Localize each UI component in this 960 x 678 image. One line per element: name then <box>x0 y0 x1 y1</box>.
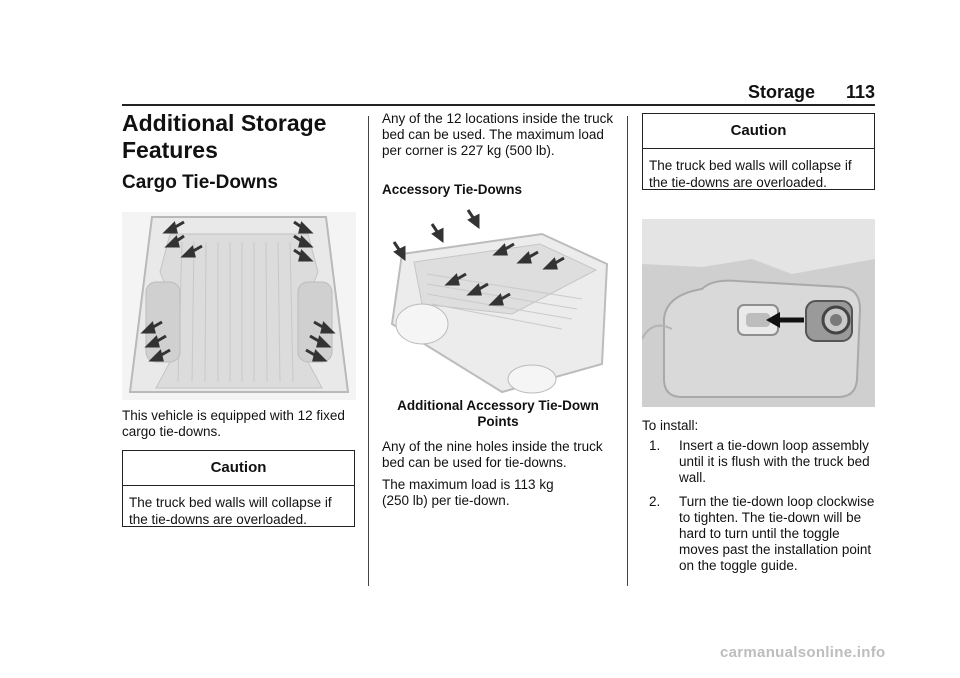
caution-box: Caution The truck bed walls will collaps… <box>122 450 355 527</box>
list-item: 1. Insert a tie-down loop assembly until… <box>649 438 877 486</box>
caution-title: Caution <box>643 114 874 149</box>
accessory-subheading: Accessory Tie-Downs <box>382 182 523 197</box>
step-text: Insert a tie-down loop assembly until it… <box>679 438 870 485</box>
install-label: To install: <box>642 418 699 433</box>
install-steps: 1. Insert a tie-down loop assembly until… <box>649 438 877 582</box>
caution-text: The truck bed walls will collapse if the… <box>129 495 332 527</box>
max-load-paragraph: The maximum load is 113 kg (250 lb) per … <box>382 477 554 508</box>
caution-text: The truck bed walls will collapse if the… <box>649 158 852 190</box>
accessory-tiedown-illustration <box>382 204 614 394</box>
step-text: Turn the tie-down loop clockwise to tigh… <box>679 494 875 573</box>
section-heading: Cargo Tie-Downs <box>122 172 278 193</box>
locations-paragraph: Any of the 12 locations inside the truck… <box>382 111 614 158</box>
intro-paragraph: This vehicle is equipped with 12 fixed c… <box>122 408 345 439</box>
truck-bed-top-illustration <box>122 212 356 400</box>
section-title: Storage <box>748 82 816 102</box>
step-number: 2. <box>649 494 661 509</box>
column-divider <box>627 116 628 586</box>
caution-title: Caution <box>123 451 354 486</box>
tiedown-install-photo <box>642 219 875 407</box>
holes-paragraph: Any of the nine holes inside the truck b… <box>382 439 603 470</box>
page-number: 113 <box>846 82 876 102</box>
column-divider <box>368 116 369 586</box>
caution-box: Caution The truck bed walls will collaps… <box>642 113 875 190</box>
figure-caption: Additional Accessory Tie-Down Points <box>397 398 599 429</box>
watermark: carmanualsonline.info <box>720 644 886 661</box>
list-item: 2. Turn the tie-down loop clockwise to t… <box>649 494 877 574</box>
page-heading: Additional Storage Features <box>122 110 327 163</box>
header-rule <box>122 104 875 106</box>
step-number: 1. <box>649 438 661 453</box>
